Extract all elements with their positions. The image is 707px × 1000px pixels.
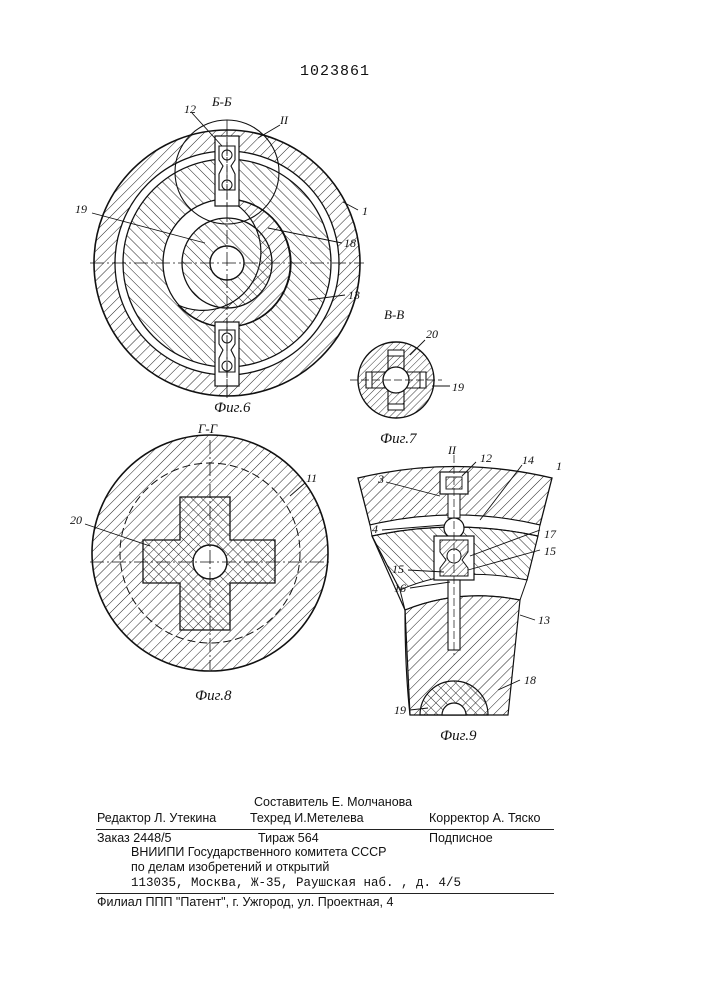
figure-7: В-В 20 19 Фиг.7 [350, 307, 464, 447]
figure-6: 12 Б-Б II 1 19 18 13 Фиг.6 [75, 94, 368, 416]
imprint-rule-bottom [96, 893, 554, 894]
fig7-label-20: 20 [426, 327, 438, 341]
fig6-label-1: 1 [362, 204, 368, 218]
fig9-label-13: 13 [538, 613, 550, 627]
fig6-label-12: 12 [184, 102, 196, 116]
fig6-caption: Фиг.6 [214, 400, 251, 416]
fig9-label-4: 4 [372, 522, 378, 536]
fig8-label-20: 20 [70, 513, 82, 527]
fig6-label-18: 18 [344, 236, 356, 250]
fig8-caption: Фиг.8 [195, 688, 232, 704]
fig6-label-13: 13 [348, 288, 360, 302]
corrector-credit: Корректор А. Тяско [429, 812, 540, 825]
fig9-label-15-left: 15 [392, 562, 404, 576]
fig9-label-15-right: 15 [544, 544, 556, 558]
fig9-label-14: 14 [522, 453, 534, 467]
fig9-label-16: 16 [394, 581, 406, 595]
order-number: Заказ 2448/5 [97, 832, 172, 845]
address-line: 113035, Москва, Ж-35, Раушская наб. , д.… [131, 877, 461, 890]
fig9-label-19: 19 [394, 703, 406, 717]
fig9-label-18: 18 [524, 673, 536, 687]
org-line-1: ВНИИПИ Государственного комитета СССР [131, 846, 387, 859]
fig9-caption: Фиг.9 [440, 728, 477, 744]
figure-8: Г-Г 11 20 Фиг.8 [70, 421, 330, 704]
subscription: Подписное [429, 832, 493, 845]
fig6-section-label: Б-Б [211, 94, 232, 109]
compiler-credit: Составитель Е. Молчанова [254, 796, 412, 809]
techred-credit: Техред И.Метелева [250, 812, 364, 825]
org-line-2: по делам изобретений и открытий [131, 861, 329, 874]
fig9-label-1: 1 [556, 459, 562, 473]
fig9-label-3: 3 [377, 472, 384, 486]
imprint-rule-top [96, 829, 554, 830]
fig6-detail-label: II [279, 113, 289, 127]
fig7-caption: Фиг.7 [380, 431, 418, 447]
fig6-label-19: 19 [75, 202, 87, 216]
circulation: Тираж 564 [258, 832, 319, 845]
fig7-label-19: 19 [452, 380, 464, 394]
fig9-label-17: 17 [544, 527, 557, 541]
fig7-section-label: В-В [384, 307, 404, 322]
branch-line: Филиал ППП "Патент", г. Ужгород, ул. Про… [97, 896, 393, 909]
fig8-section-label: Г-Г [197, 421, 218, 436]
figure-9: II 12 14 1 3 4 17 15 15 16 13 18 19 Фиг.… [358, 443, 562, 744]
editor-credit: Редактор Л. Утекина [97, 812, 216, 825]
fig9-detail-label: II [447, 443, 457, 457]
fig9-label-12: 12 [480, 451, 492, 465]
fig8-label-11: 11 [306, 471, 317, 485]
